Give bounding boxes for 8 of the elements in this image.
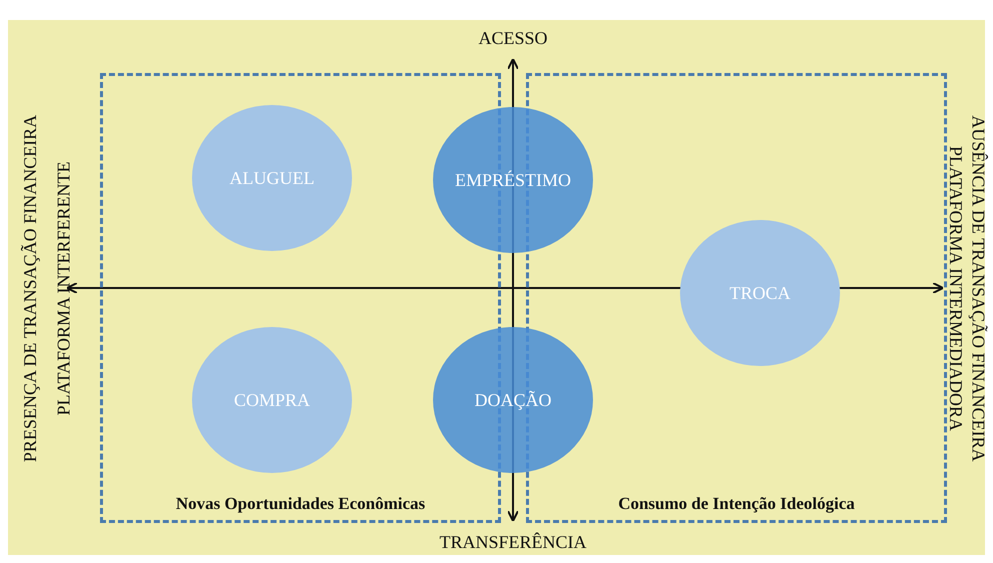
axis-label: PRESENÇA DE TRANSAÇÃO FINANCEIRA	[20, 114, 41, 462]
axis-label: ACESSO	[478, 28, 548, 48]
axis-label: TRANSFERÊNCIA	[440, 532, 587, 552]
group-title: Consumo de Intenção Ideológica	[618, 494, 855, 513]
axis-label: PLATAFORMA INTERFERENTE	[54, 160, 75, 416]
axis-label: AUSÊNCIA DE TRANSAÇÃO FINANCEIRA	[968, 114, 989, 462]
axis-label: PLATAFORMA INTERMEDIADORA	[944, 145, 966, 431]
group-title: Novas Oportunidades Econômicas	[176, 494, 426, 513]
